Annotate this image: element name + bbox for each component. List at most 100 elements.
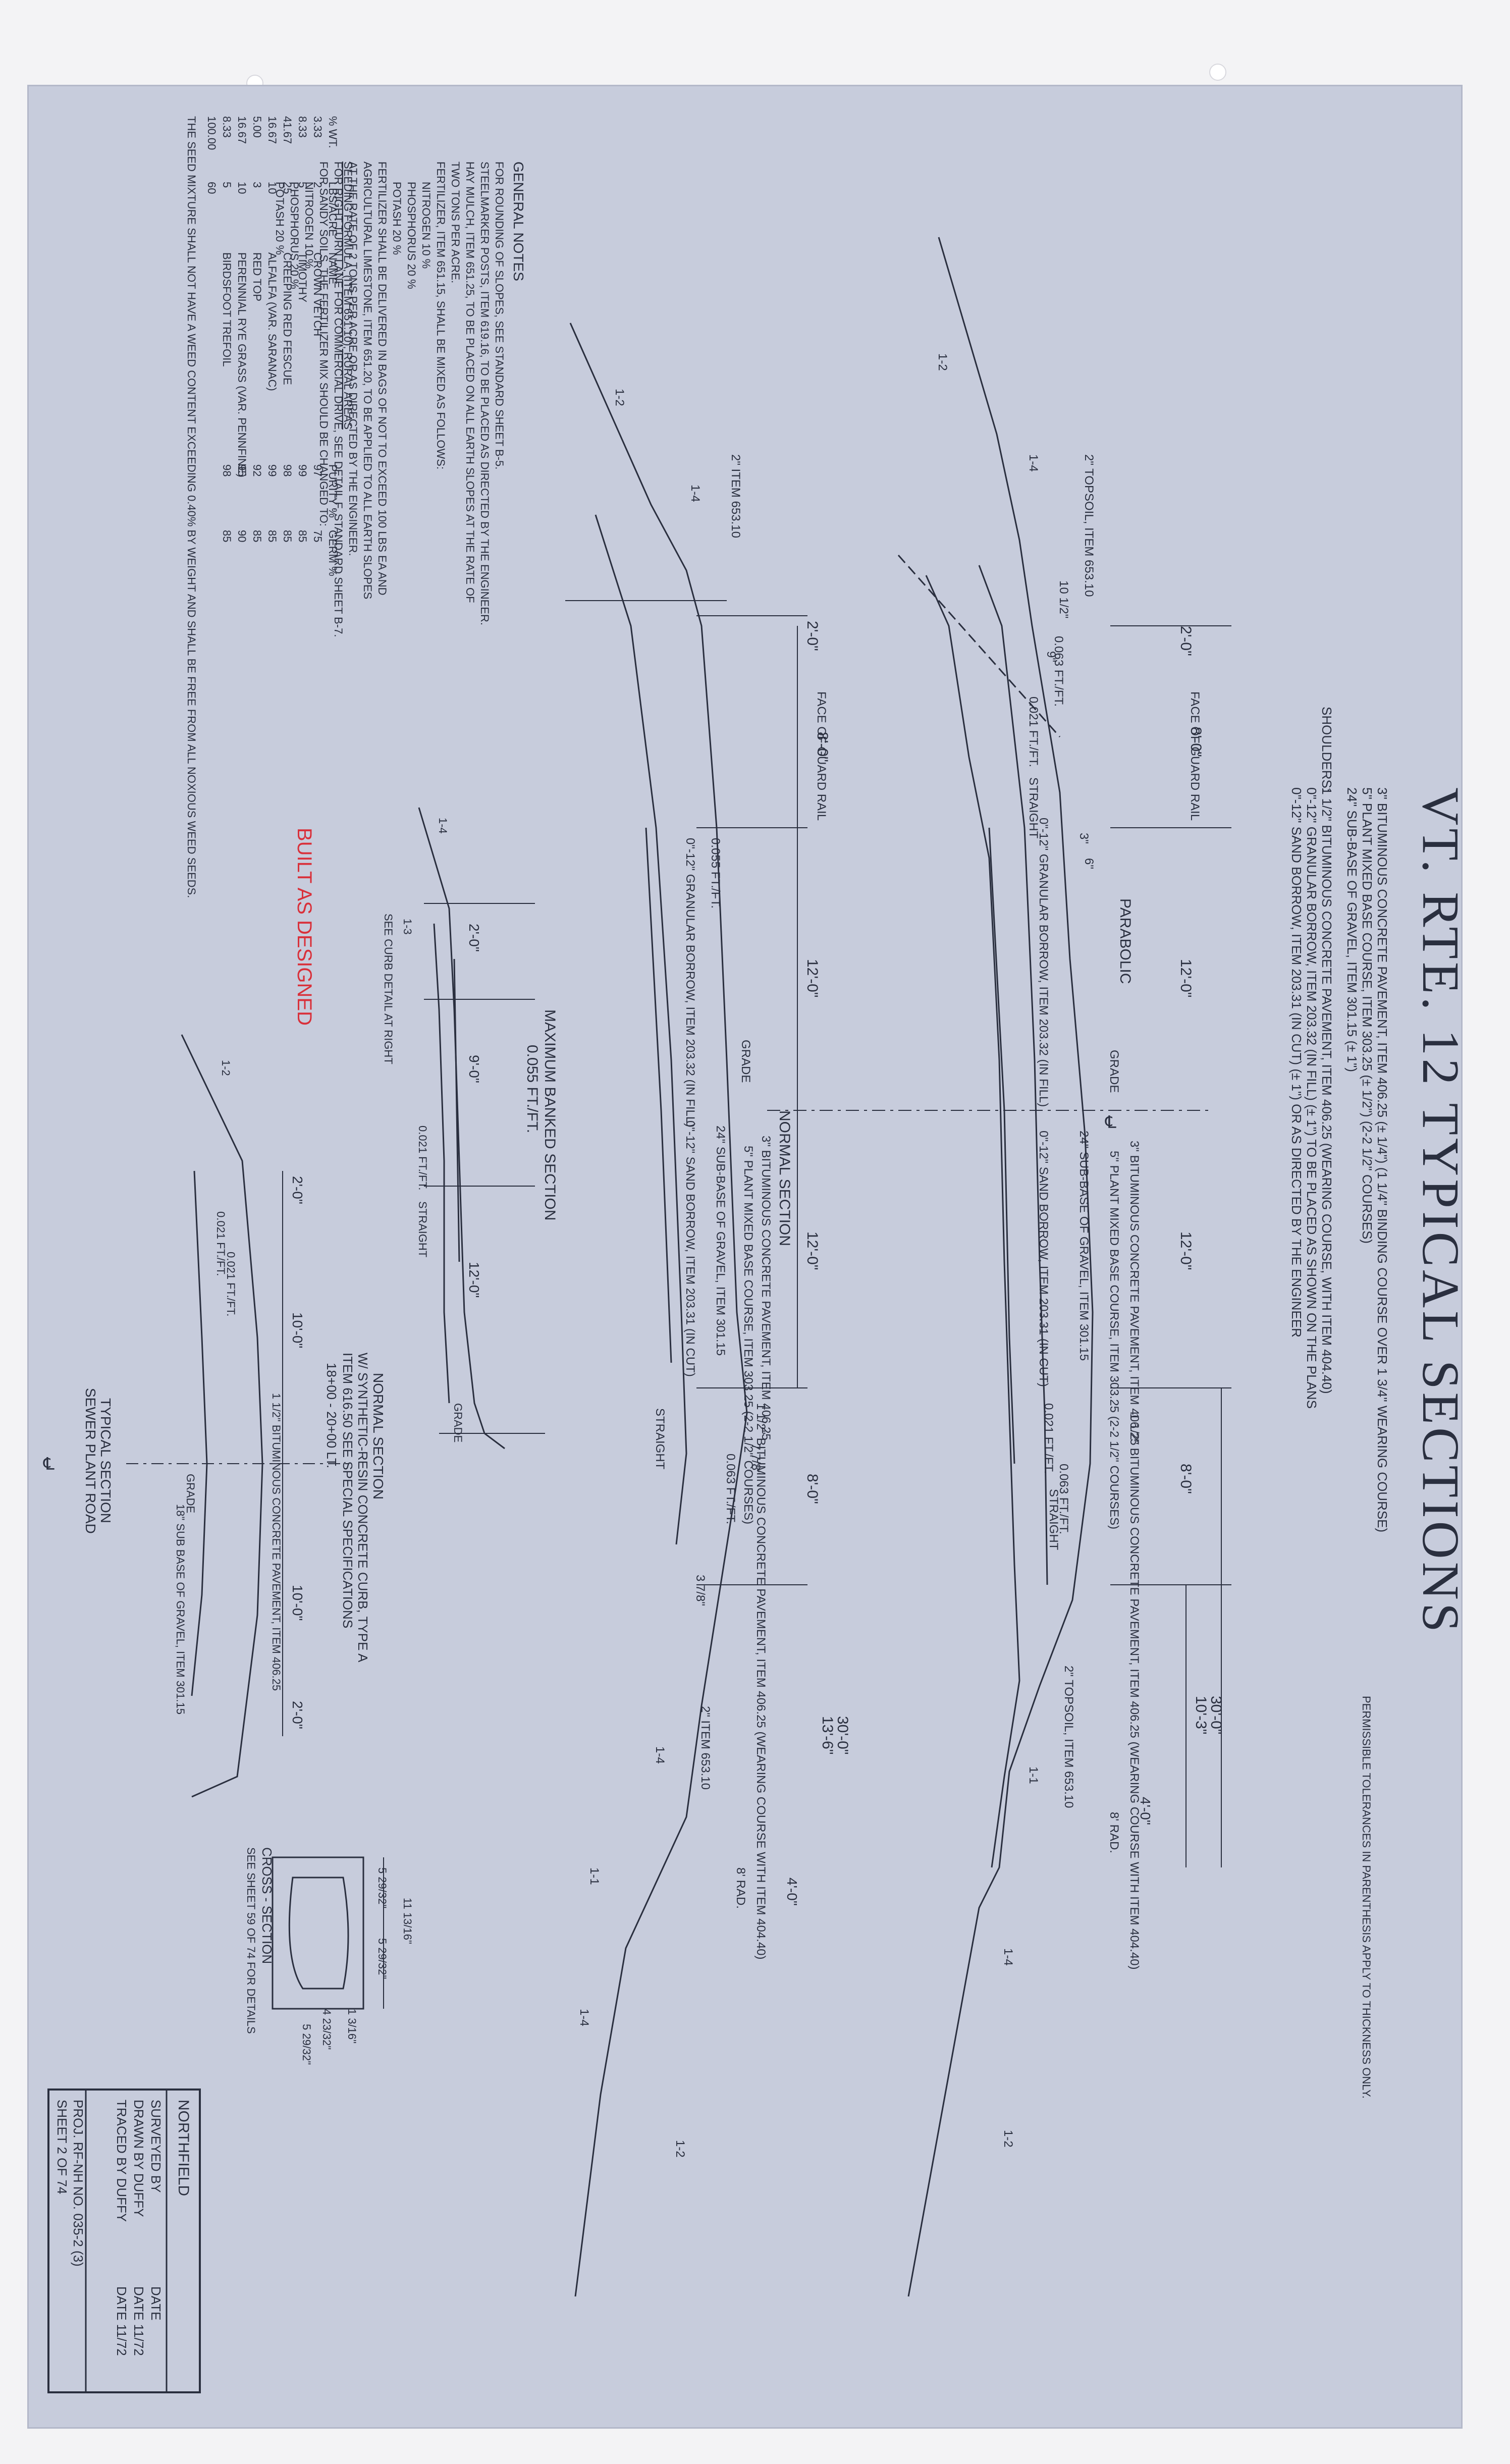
seeding-cell: 5 [221,182,233,188]
dim-label: 4'-0" [784,1878,800,1906]
traced-by: TRACED BY DUFFY [114,2100,129,2222]
seeding-header: PURITY % [327,464,339,518]
seeding-cell: PERENNIAL RYE GRASS (VAR. PENNFINE) [236,252,248,477]
dim-small: 5 29/32" [376,1867,389,1908]
curb-item: ITEM 616.50 SEE SPECIAL SPECIFICATIONS [340,1353,355,1628]
straight-label: STRAIGHT [653,1408,667,1470]
dim-label: 10'-0" [290,1312,305,1348]
topsoil-label: 2" ITEM 653.10 [698,1706,712,1790]
seeding-cell: 85 [296,530,309,542]
date-field: DATE 11/72 [131,2286,146,2356]
dim-small: 7 7/8" [749,1443,763,1475]
seeding-cell: 25 [281,182,294,194]
seeding-cell: 5 [296,182,309,188]
spec-pavement: 3" BITUMINOUS CONCRETE PAVEMENT, ITEM 40… [1375,787,1390,1532]
dim-label: 12'-0" [1177,959,1194,997]
dim-label: 12'-0" [1177,1231,1194,1270]
dim-label: 10'-3" [1193,1696,1209,1734]
dim-label: 2'-0" [290,1701,305,1729]
face-guard-rail: FACE OF GUARD RAIL [815,691,828,821]
bit-label: 3" BITUMINOUS CONCRETE PAVEMENT, ITEM 40… [759,1136,773,1440]
slope-rate: 0.021 FT./FT. [225,1252,237,1316]
seeding-header: % WT. [327,116,339,148]
seeding-cell: CROWN VETCH [311,252,324,336]
note-line: FOR RIGHT TURN LANE FOR COMMERCIAL DRIVE… [332,162,345,637]
banked-section-label: MAXIMUM BANKED SECTION [542,1009,558,1220]
slope-label: 1-4 [1027,454,1040,472]
dim-label: 8'-0" [1177,1464,1194,1494]
note-line: FOR SANDY SOILS, THE FERTILIZER MIX SHOU… [317,162,330,526]
note-line: FERTILIZER SHALL BE DELIVERED IN BAGS OF… [376,162,389,596]
rad-label: 8' RAD. [1107,1812,1121,1853]
topsoil-label: 2" TOPSOIL, ITEM 653.10 [1062,1666,1075,1808]
dim-label: 2'-0" [1177,626,1194,656]
grade-label: GRADE [1107,1050,1121,1093]
topsoil-label: 2" ITEM 653.10 [729,454,742,538]
seeding-header: GERM % [327,530,339,576]
date-field: DATE 11/72 [114,2286,129,2356]
grade-label: GRADE [452,1403,464,1442]
straight-label: STRAIGHT [416,1201,429,1257]
spec-shoulder-3: 0"-12" SAND BORROW, ITEM 203.31 (IN CUT)… [1289,787,1304,1337]
subbase-label: 24" SUB-BASE OF GRAVEL, ITEM 301.15 [714,1126,727,1356]
dim-small: 10 1/2" [1057,580,1070,618]
see-curb-note: SEE CURB DETAIL AT RIGHT [382,914,395,1064]
slope-rate: 0.063 FT./FT. [724,1454,737,1524]
seeding-cell: 75 [311,530,324,542]
sheet-number: SHEET 2 OF 74 [55,2100,70,2194]
slope-rate: 0.021 FT./FT. [1042,1403,1055,1474]
seeding-cell: 90 [236,530,248,542]
dim-label: 9'-0" [466,1055,482,1083]
seeding-cell: 10 [266,182,279,194]
seeding-cell: 100.00 [205,116,218,150]
normal-section-profile [767,237,1231,2297]
note-line: NITROGEN 10 % [420,182,433,269]
cross-section-note: SEE SHEET 59 OF 74 FOR DETAILS [245,1847,257,2034]
gran-borrow-label: 0"-12" GRANULAR BORROW, ITEM 203.32 (IN … [1037,818,1050,1107]
seeding-cell: 5.00 [251,116,263,138]
project-number: PROJ. RF-NH NO. 035-2 (3) [71,2100,86,2267]
seeding-cell: 85 [266,530,279,542]
seeding-cell: BIRDSFOOT TREFOIL [221,252,233,367]
seeding-cell: 3.33 [311,116,324,138]
sewer-sub-label: 18" SUB BASE OF GRAVEL, ITEM 301.15 [174,1504,187,1715]
sand-borrow-label: 0"-12" SAND BORROW, ITEM 203.31 (IN CUT) [683,1120,697,1377]
seeding-cell: 85 [221,530,233,542]
slope-label: 1-3 [401,919,414,935]
banked-section-profile [565,323,807,2297]
plant-label: 5" PLANT MIXED BASE COURSE, ITEM 303.25 … [741,1146,755,1524]
dim-label: 30'-0" [1208,1696,1224,1734]
built-as-designed-stamp: BUILT AS DESIGNED [293,828,315,1026]
note-line: TWO TONS PER ACRE. [449,162,462,283]
slope-label: 1-2 [220,1060,232,1076]
title-block: NORTHFIELD SURVEYED BY DRAWN BY DUFFY TR… [47,2088,201,2393]
dim-label: 8'-0" [1188,727,1204,757]
dim-label: 2'-0" [290,1176,305,1204]
date-field: DATE [148,2286,164,2320]
note-line: STEELMARKER POSTS, ITEM 619.16, TO BE PL… [478,162,491,625]
topsoil-label: 2" TOPSOIL, ITEM 653.10 [1082,454,1096,597]
note-line: POTASH 20 % [391,182,403,255]
seeding-cell: 92 [251,464,263,476]
seeding-header: NAME [327,252,339,285]
seeding-cell: 16.67 [236,116,248,144]
dim-small: 9" [1044,651,1058,662]
seeding-cell: 41.67 [281,116,294,144]
face-guard-rail: FACE OF GUARD RAIL [1188,691,1202,821]
spec-shoulders-label: SHOULDERS: [1319,707,1334,792]
dim-small: 6" [1082,858,1096,869]
seeding-cell: 60 [205,182,218,194]
dim-label: 4'-0" [1138,1797,1153,1825]
spec-shoulder-1: 1 1/2" BITUMINOUS CONCRETE PAVEMENT, ITE… [1319,787,1334,1394]
notes-lines: FOR ROUNDING OF SLOPES, SEE STANDARD SHE… [274,162,506,637]
note-line: POTASH 20 % [274,182,286,255]
seeding-note: THE SEED MIXTURE SHALL NOT HAVE A WEED C… [185,116,198,898]
town-name: NORTHFIELD [175,2100,192,2196]
dim-label: 30'-0" [834,1716,851,1754]
slope-label: 1-2 [936,353,949,371]
seeding-cell: 3 [251,182,263,188]
dim-label: 2'-0" [466,924,482,952]
straight-label: STRAIGHT [1027,777,1040,839]
